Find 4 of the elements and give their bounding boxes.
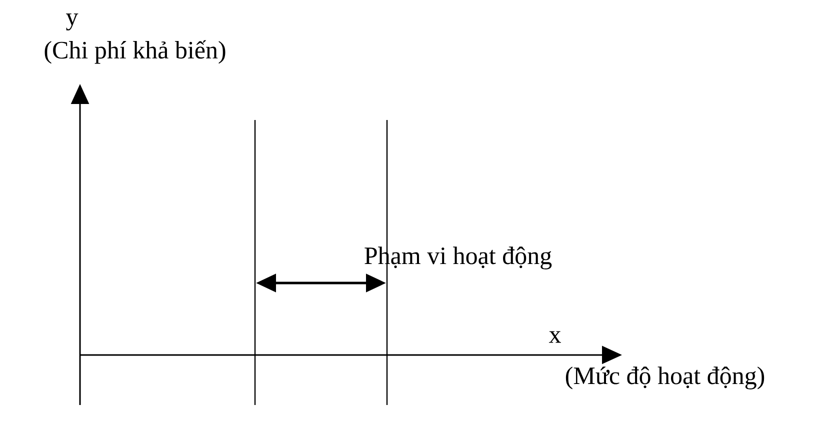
axis-label: (Chi phí khả biến) xyxy=(44,40,226,64)
axis-label: x xyxy=(548,331,561,343)
axis-label: y xyxy=(66,14,78,30)
axis-label: (Mức độ hoạt động) xyxy=(566,366,764,390)
